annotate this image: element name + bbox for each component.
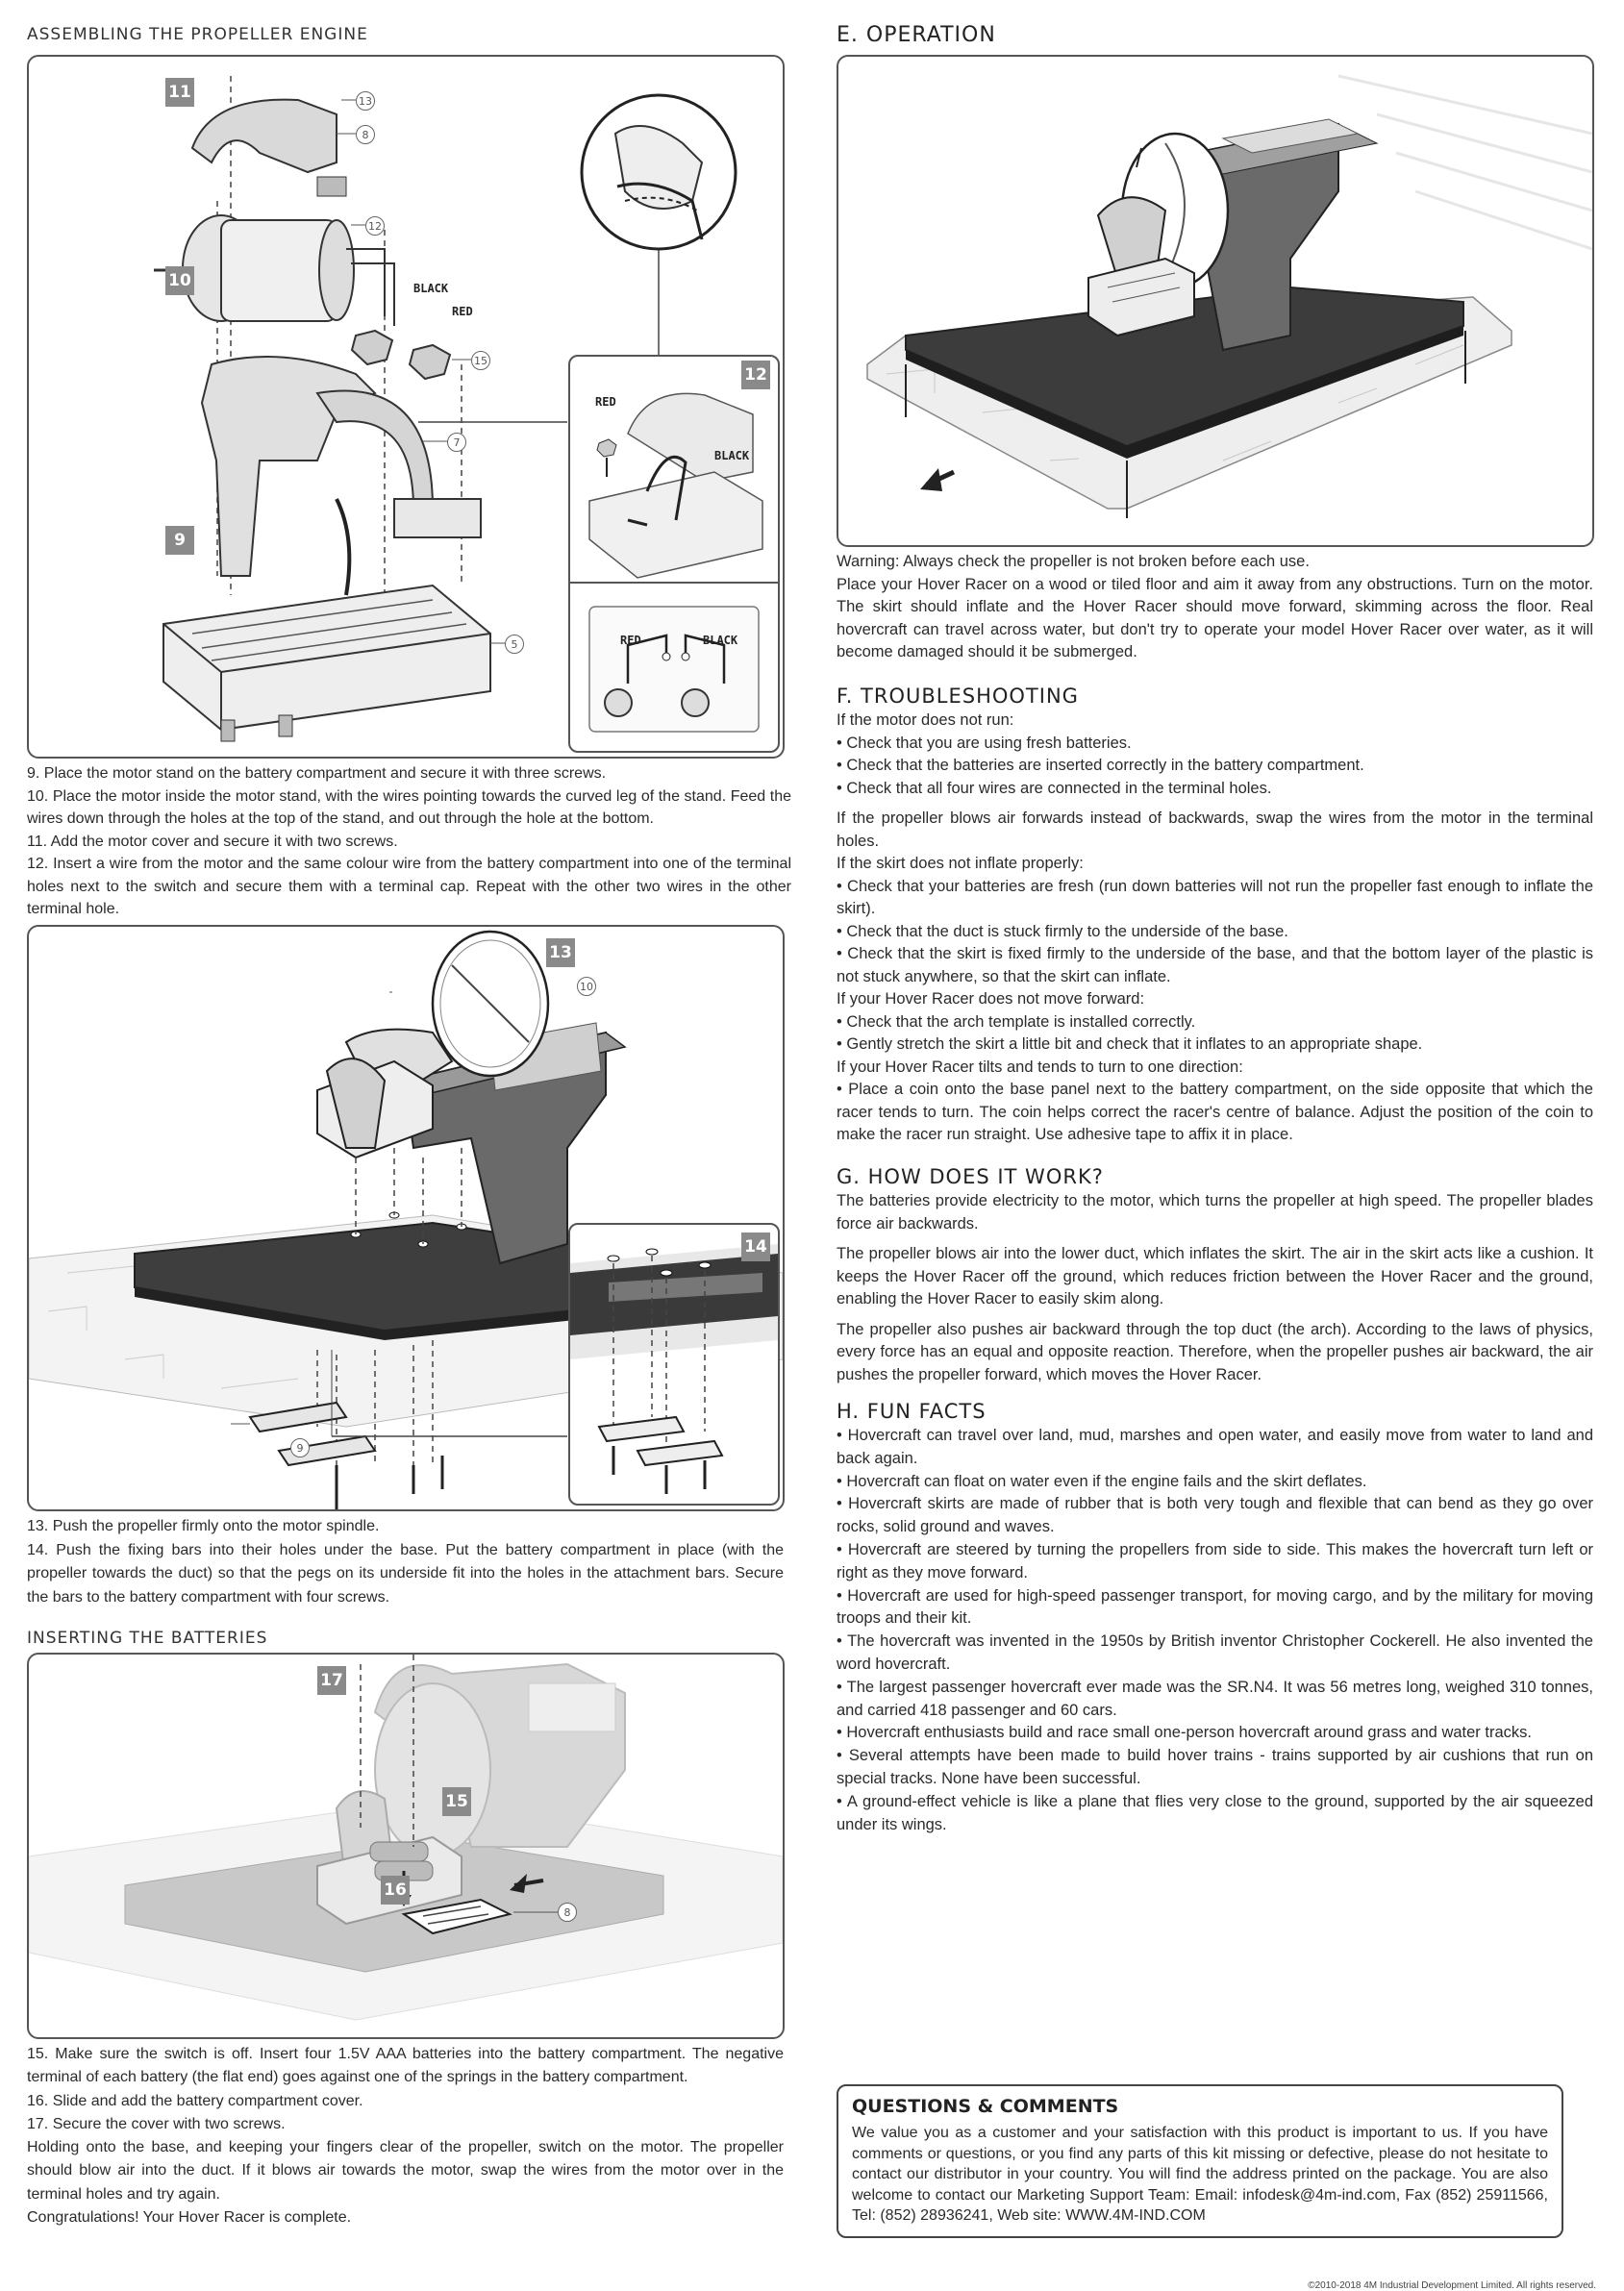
- motor-stand-illustration: [154, 76, 737, 742]
- troubleshooting-title: F. TROUBLESHOOTING: [837, 685, 1079, 708]
- wire-label-black: BLACK: [703, 634, 738, 647]
- operation-warning: Warning: Always check the propeller is n…: [837, 553, 1310, 570]
- trouble-line: • Check that the duct is stuck firmly to…: [837, 922, 1288, 940]
- step-15-text: 15. Make sure the switch is off. Insert …: [27, 2046, 784, 2086]
- step-10-text: 10. Place the motor inside the motor sta…: [27, 787, 791, 828]
- how-it-works-text: The batteries provide electricity to the…: [837, 1190, 1593, 1386]
- step-17-text: 17. Secure the cover with two screws.: [27, 2115, 286, 2132]
- trouble-line: If the propeller blows air forwards inst…: [837, 809, 1593, 850]
- fun-fact: • Hovercraft enthusiasts build and race …: [837, 1724, 1532, 1742]
- battery-diagram: 17 15 16 8: [27, 1653, 785, 2039]
- questions-title: QUESTIONS & COMMENTS: [852, 2096, 1119, 2117]
- switch-on-text: Holding onto the base, and keeping your …: [27, 2139, 784, 2203]
- questions-comments-box: QUESTIONS & COMMENTS We value you as a c…: [837, 2084, 1563, 2238]
- trouble-line: • Check that all four wires are connecte…: [837, 779, 1272, 797]
- trouble-line: • Check that the batteries are inserted …: [837, 757, 1364, 774]
- part-number-8: 8: [356, 125, 375, 144]
- fixing-bars-inset: 14: [568, 1223, 780, 1506]
- trouble-line: • Place a coin onto the base panel next …: [837, 1081, 1593, 1143]
- operation-instructions: Place your Hover Racer on a wood or tile…: [837, 575, 1593, 661]
- step-16-text: 16. Slide and add the battery compartmen…: [27, 2092, 363, 2109]
- step-12-text: 12. Insert a wire from the motor and the…: [27, 856, 791, 917]
- trouble-line: • Check that you are using fresh batteri…: [837, 734, 1132, 752]
- assembling-title: ASSEMBLING THE PROPELLER ENGINE: [27, 25, 368, 44]
- fun-fact: • Hovercraft can float on water even if …: [837, 1472, 1367, 1490]
- copyright: ©2010-2018 4M Industrial Development Lim…: [1308, 2280, 1596, 2291]
- step-badge-10: 10: [165, 266, 194, 295]
- operation-diagram: [837, 55, 1594, 547]
- assembly-diagram-9-12: 12 RED BLACK RED BLACK 11 10 9 13 8 12 1…: [27, 55, 785, 759]
- part-number-9: 9: [290, 1438, 310, 1457]
- trouble-line: If your Hover Racer tilts and tends to t…: [837, 1058, 1243, 1076]
- wire-label-red: RED: [452, 305, 473, 318]
- step-badge-11: 11: [165, 78, 194, 107]
- step-13-text: 13. Push the propeller firmly onto the m…: [27, 1518, 380, 1534]
- fun-fact: • Hovercraft skirts are made of rubber t…: [837, 1495, 1593, 1536]
- step-badge-17: 17: [317, 1666, 346, 1695]
- step-9-text: 9. Place the motor stand on the battery …: [27, 765, 607, 782]
- part-number-8: 8: [558, 1903, 577, 1922]
- wire-label-red: RED: [595, 395, 616, 409]
- fun-fact: • Hovercraft are used for high-speed pas…: [837, 1586, 1593, 1628]
- part-number-15: 15: [471, 351, 490, 370]
- congratulations-text: Congratulations! Your Hover Racer is com…: [27, 2209, 352, 2227]
- step-badge-14: 14: [741, 1233, 770, 1261]
- battery-insert-illustration: [29, 1655, 783, 2021]
- trouble-line: • Check that your batteries are fresh (r…: [837, 877, 1593, 918]
- trouble-line: • Gently stretch the skirt a little bit …: [837, 1035, 1423, 1053]
- trouble-line: If your Hover Racer does not move forwar…: [837, 990, 1145, 1008]
- how-paragraph: The batteries provide electricity to the…: [837, 1192, 1593, 1233]
- step-badge-12: 12: [741, 361, 770, 389]
- steps-13-14-text: 13. Push the propeller firmly onto the m…: [27, 1515, 784, 1609]
- how-paragraph: The propeller blows air into the lower d…: [837, 1245, 1593, 1307]
- operation-title: E. OPERATION: [837, 23, 996, 47]
- how-it-works-title: G. HOW DOES IT WORK?: [837, 1165, 1104, 1188]
- steps-9-12-text: 9. Place the motor stand on the battery …: [27, 762, 791, 921]
- fixing-bars-detail-illustration: [570, 1244, 778, 1494]
- step-badge-15: 15: [442, 1787, 471, 1816]
- steps-15-17-text: 15. Make sure the switch is off. Insert …: [27, 2043, 784, 2229]
- trouble-line: If the skirt does not inflate properly:: [837, 855, 1084, 872]
- questions-text: We value you as a customer and your sati…: [852, 2125, 1548, 2224]
- fun-fact: • A ground-effect vehicle is like a plan…: [837, 1792, 1593, 1833]
- step-badge-16: 16: [381, 1876, 410, 1905]
- step-14-text: 14. Push the fixing bars into their hole…: [27, 1541, 784, 1606]
- troubleshooting-text: If the motor does not run: • Check that …: [837, 710, 1593, 1147]
- fun-fact: • The largest passenger hovercraft ever …: [837, 1678, 1593, 1719]
- wiring-inset: 12 RED BLACK RED BLACK: [568, 355, 780, 753]
- part-number-5: 5: [505, 635, 524, 654]
- how-paragraph: The propeller also pushes air backward t…: [837, 1320, 1593, 1383]
- wire-label-black: BLACK: [413, 282, 449, 295]
- fun-facts-text: • Hovercraft can travel over land, mud, …: [837, 1425, 1593, 1836]
- wiring-detail-illustration: [570, 392, 778, 733]
- fun-fact: • The hovercraft was invented in the 195…: [837, 1632, 1593, 1673]
- fun-facts-title: H. FUN FACTS: [837, 1400, 987, 1423]
- hover-racer-illustration: [866, 74, 1592, 518]
- fun-fact: • Hovercraft can travel over land, mud, …: [837, 1427, 1593, 1467]
- wire-label-black: BLACK: [714, 449, 750, 462]
- step-11-text: 11. Add the motor cover and secure it wi…: [27, 833, 398, 850]
- inserting-batteries-title: INSERTING THE BATTERIES: [27, 1629, 268, 1648]
- trouble-line: • Check that the arch template is instal…: [837, 1012, 1196, 1031]
- step-badge-9: 9: [165, 526, 194, 555]
- part-number-12: 12: [365, 216, 385, 236]
- step-badge-13: 13: [546, 938, 575, 967]
- part-number-13: 13: [356, 91, 375, 111]
- wire-label-red: RED: [620, 634, 641, 647]
- fun-fact: • Several attempts have been made to bui…: [837, 1747, 1593, 1787]
- part-number-10: 10: [577, 977, 596, 996]
- fun-fact: • Hovercraft are steered by turning the …: [837, 1540, 1593, 1581]
- assembly-diagram-13-14: 14 13 10 9: [27, 925, 785, 1511]
- operation-text: Warning: Always check the propeller is n…: [837, 551, 1593, 664]
- part-number-7: 7: [447, 433, 466, 452]
- trouble-line: If the motor does not run:: [837, 711, 1014, 729]
- trouble-line: • Check that the skirt is fixed firmly t…: [837, 945, 1593, 985]
